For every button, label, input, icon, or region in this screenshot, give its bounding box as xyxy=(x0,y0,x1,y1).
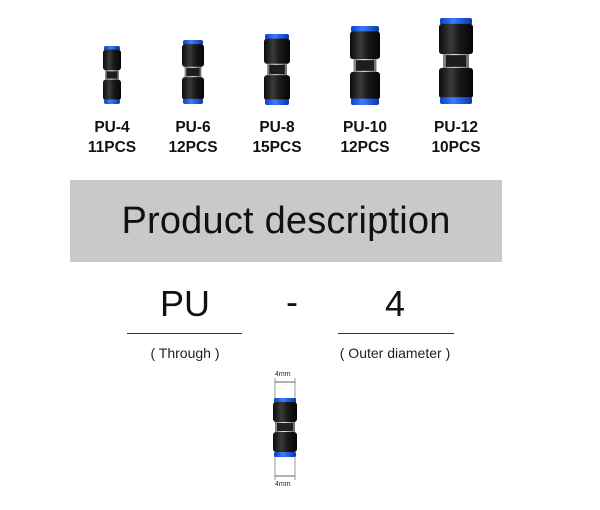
dimension-diagram xyxy=(273,378,297,480)
fitting-icon-pu-6 xyxy=(182,40,204,104)
product-quantity: 15PCS xyxy=(252,139,302,156)
product-quantity: 12PCS xyxy=(340,139,390,156)
product-model: PU-6 xyxy=(175,119,211,136)
product-model: PU-10 xyxy=(343,119,387,136)
banner-title: Product description xyxy=(121,200,451,242)
size-underline xyxy=(338,333,454,334)
product-label-pu-4: PU-4 11PCS xyxy=(72,118,152,158)
fitting-icon-pu-12 xyxy=(439,18,473,104)
product-quantity: 10PCS xyxy=(431,139,481,156)
fitting-icon-pu-8 xyxy=(264,34,290,105)
code-size: 4 xyxy=(384,283,406,324)
fitting-icon-pu-4 xyxy=(103,46,121,104)
product-model: PU-8 xyxy=(259,119,295,136)
product-label-pu-10: PU-10 12PCS xyxy=(325,118,405,158)
fitting-icon-pu-10 xyxy=(350,26,380,105)
size-caption: ( Outer diameter ) xyxy=(339,345,451,361)
code-separator: - xyxy=(286,281,298,322)
product-label-pu-8: PU-8 15PCS xyxy=(237,118,317,158)
product-quantity: 12PCS xyxy=(168,139,218,156)
prefix-underline xyxy=(127,333,242,334)
product-label-pu-6: PU-6 12PCS xyxy=(153,118,233,158)
top-dimension-label: 4mm xyxy=(275,371,291,378)
product-label-pu-12: PU-12 10PCS xyxy=(416,118,496,158)
product-quantity: 11PCS xyxy=(87,139,137,156)
bottom-dimension-label: 4mm xyxy=(275,481,291,488)
product-description-banner: Product description xyxy=(70,180,502,262)
product-model: PU-4 xyxy=(94,119,130,136)
prefix-caption: ( Through ) xyxy=(150,345,220,361)
code-prefix: PU xyxy=(159,283,210,324)
product-model: PU-12 xyxy=(434,119,478,136)
fitting-diagram-icon xyxy=(273,398,297,457)
